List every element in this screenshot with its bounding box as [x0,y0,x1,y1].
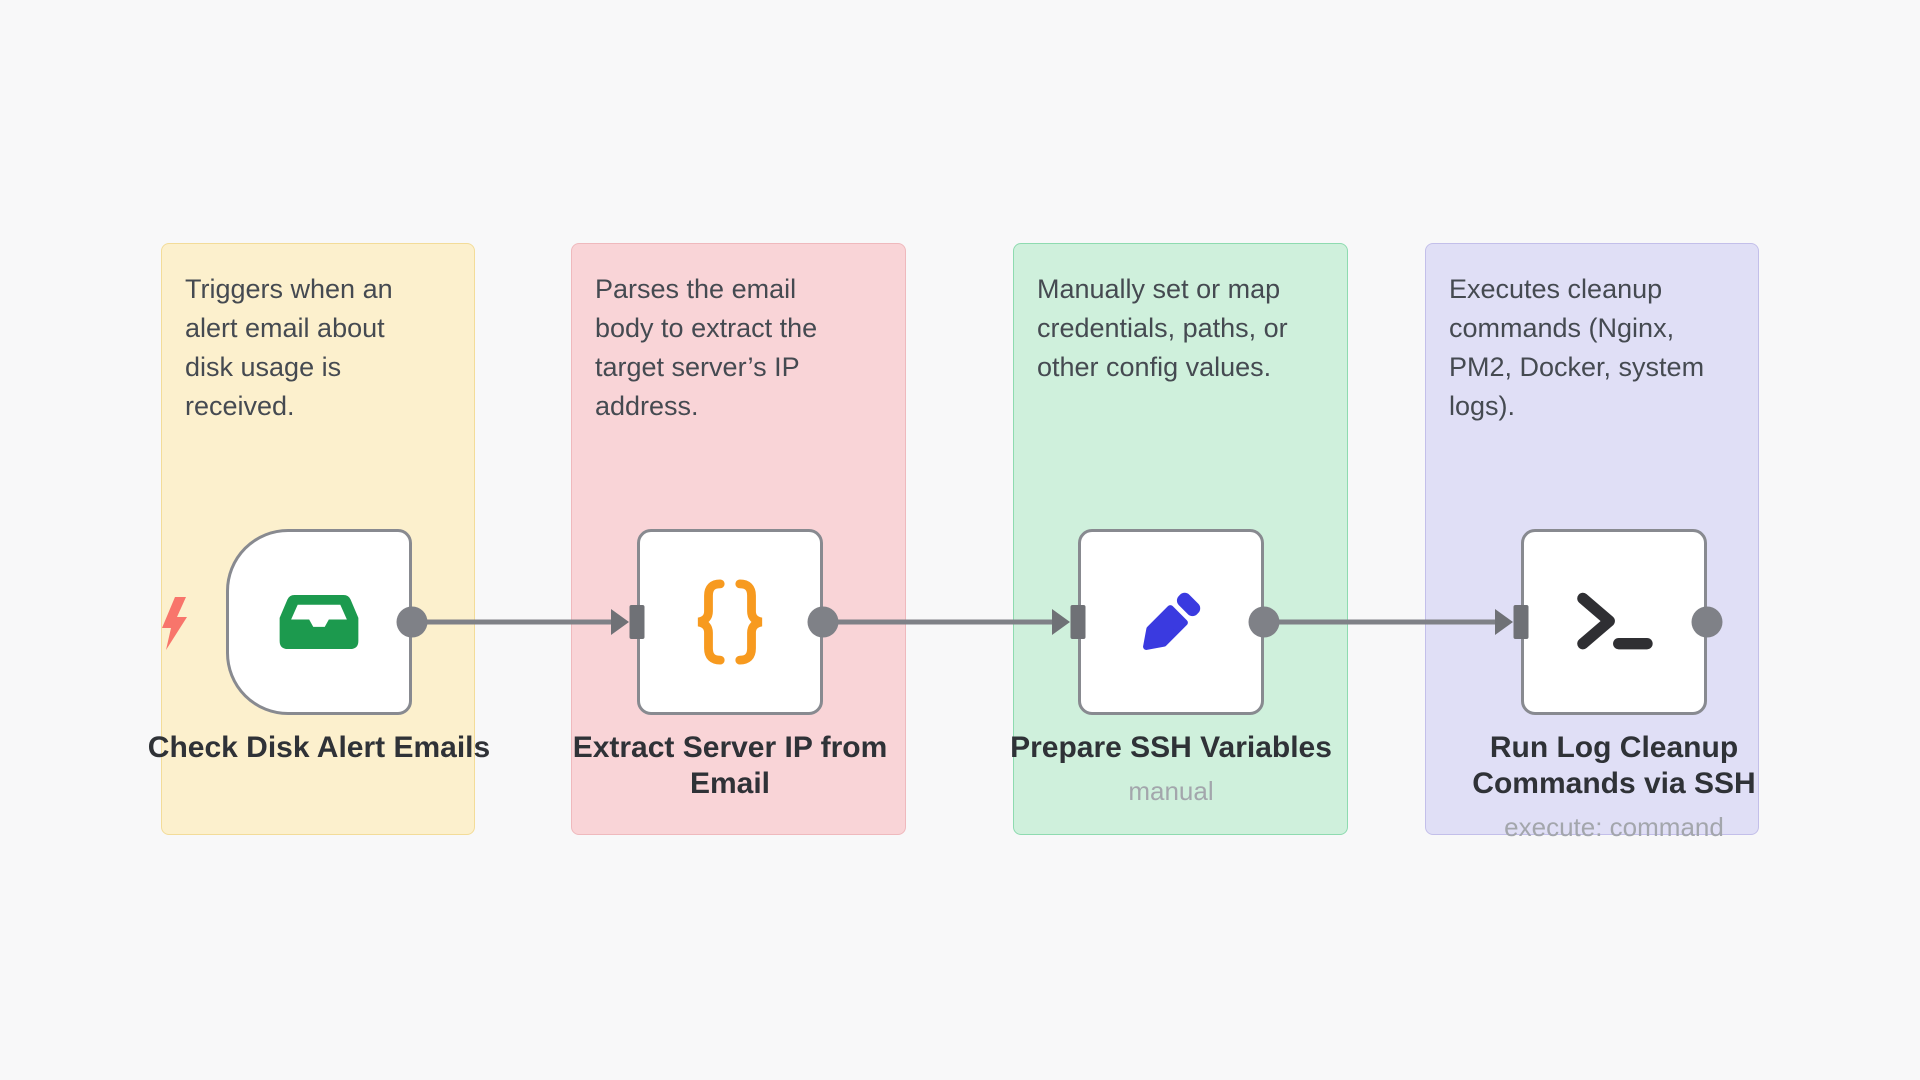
pencil-icon [1143,592,1201,650]
node-label: Check Disk Alert Emails [147,731,491,764]
braces-icon [697,579,763,665]
sticky-note-variables[interactable]: Manually set or map credentials, paths, … [1013,243,1348,835]
sticky-note-trigger[interactable]: Triggers when an alert email about disk … [161,243,475,835]
node-label: Extract Server IP from Email [572,731,888,800]
node-extract-server-ip[interactable] [637,529,823,715]
node-caption: Run Log Cleanup Commands via SSH execute… [1472,730,1755,843]
node-label: Run Log Cleanup Commands via SSH [1472,731,1756,800]
node-caption: Check Disk Alert Emails [148,730,490,766]
node-check-disk-alert-emails[interactable] [226,529,412,715]
node-sublabel: execute: command [1504,812,1724,842]
node-label: Prepare SSH Variables [1010,731,1332,764]
node-run-log-cleanup[interactable] [1521,529,1707,715]
node-caption: Extract Server IP from Email [573,730,888,802]
sticky-note-text: Executes cleanup commands (Nginx, PM2, D… [1449,274,1705,421]
node-prepare-ssh-variables[interactable] [1078,529,1264,715]
sticky-note-text: Parses the email body to extract the tar… [595,274,818,421]
sticky-note-text: Manually set or map credentials, paths, … [1037,274,1288,382]
inbox-icon [279,594,359,650]
node-sublabel: manual [1128,776,1214,806]
terminal-icon [1577,592,1653,650]
sticky-note-text: Triggers when an alert email about disk … [185,274,393,421]
node-caption: Prepare SSH Variables manual [1010,730,1332,807]
